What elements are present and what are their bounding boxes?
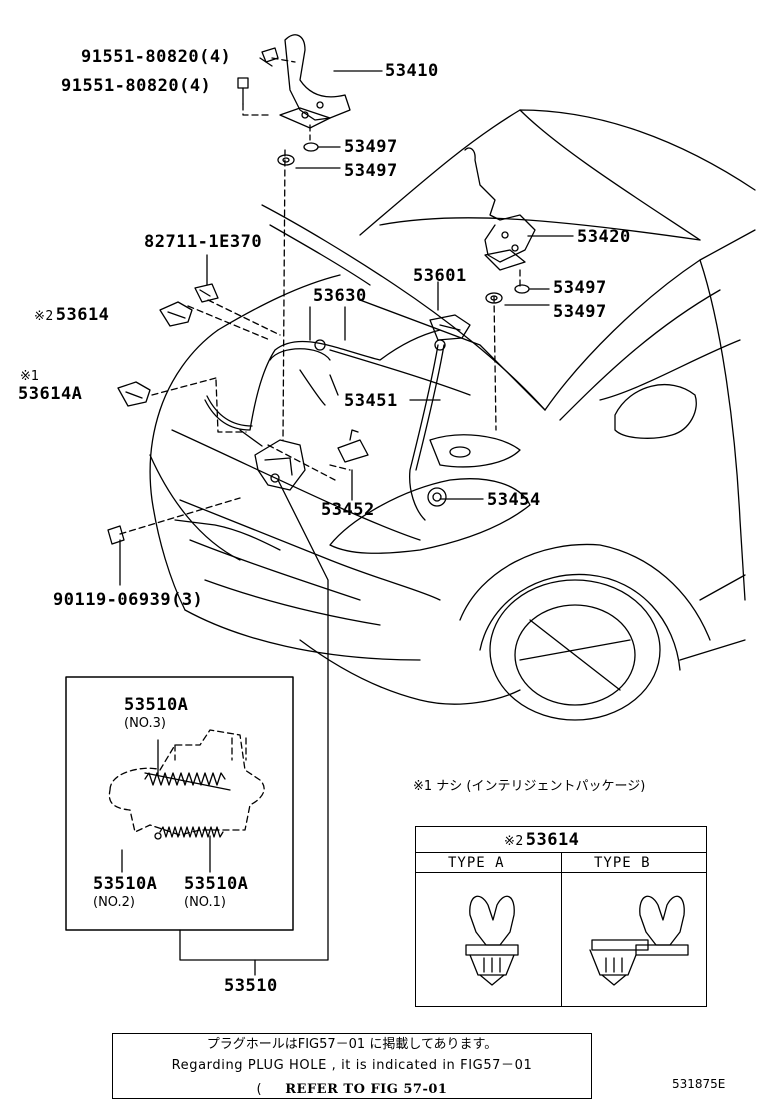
hood-support-rod xyxy=(409,339,446,521)
support-holder xyxy=(337,429,369,463)
clip-type-a-drawing xyxy=(465,895,519,986)
part-label-53497-d: 53497 xyxy=(553,302,607,322)
release-cable xyxy=(204,329,441,431)
washer-3 xyxy=(514,284,530,294)
washer-1 xyxy=(303,142,319,152)
part-label-no2: (NO.2) xyxy=(93,895,135,910)
clamp-82711 xyxy=(194,283,219,303)
part-label-91551-lower: 91551-80820(4) xyxy=(61,76,212,96)
lever-53601 xyxy=(429,314,471,341)
spring-inset-frame xyxy=(65,676,294,931)
part-label-91551-upper: 91551-80820(4) xyxy=(81,47,232,67)
part-label-53614a: 53614A xyxy=(18,384,83,404)
footer-line-jp: プラグホールはFIG57－01 に掲載してあります。 xyxy=(206,1037,498,1052)
part-label-53410: 53410 xyxy=(385,61,439,81)
bolt-90119 xyxy=(107,525,125,545)
note-1: ※1 ナシ (インテリジェントパッケージ) xyxy=(413,779,646,794)
refer-to-fig: REFER TO FIG 57-01 xyxy=(285,1082,448,1097)
part-label-90119: 90119-06939(3) xyxy=(53,590,204,610)
part-label-53451: 53451 xyxy=(344,391,398,411)
part-label-53510a-no1: 53510A xyxy=(184,874,249,894)
clip-type-b-drawing xyxy=(589,895,689,986)
washer-2 xyxy=(277,154,295,166)
grommet xyxy=(427,487,447,507)
part-label-53510a-no2: 53510A xyxy=(93,874,158,894)
part-label-no1: (NO.1) xyxy=(184,895,226,910)
footer-line-ref: ( REFER TO FIG 57-01 xyxy=(256,1082,448,1097)
bolt-lower xyxy=(237,77,249,105)
part-label-53454: 53454 xyxy=(487,490,541,510)
hood-hinge-rh xyxy=(464,147,536,271)
figure-code: 531875E xyxy=(672,1077,726,1091)
part-label-82711: 82711-1E370 xyxy=(144,232,263,252)
hood-hinge-lh xyxy=(279,34,351,129)
type-b-label: TYPE B xyxy=(594,855,651,871)
type-a-label: TYPE A xyxy=(448,855,505,871)
part-label-53601: 53601 xyxy=(413,266,467,286)
part-label-53497-a: 53497 xyxy=(344,137,398,157)
part-label-53630: 53630 xyxy=(313,286,367,306)
part-label-53452: 53452 xyxy=(321,500,375,520)
car-body-outline xyxy=(149,109,756,721)
hood-lock-assy xyxy=(239,429,306,491)
solid-leaders xyxy=(119,70,574,976)
clip-53614 xyxy=(159,301,193,327)
note-symbol-1: ※1 xyxy=(20,369,40,384)
clip-53614a xyxy=(117,381,151,407)
washer-4 xyxy=(485,292,503,304)
part-label-53497-b: 53497 xyxy=(344,161,398,181)
part-label-53420: 53420 xyxy=(577,227,631,247)
footer-line-en: Regarding PLUG HOLE , it is indicated in… xyxy=(171,1058,533,1073)
bolt-upper xyxy=(259,47,279,67)
spring-inset-drawing xyxy=(108,729,265,840)
part-label-no3: (NO.3) xyxy=(124,716,166,731)
footer-note-box: プラグホールはFIG57－01 に掲載してあります。 Regarding PLU… xyxy=(112,1033,592,1099)
part-label-53510a-no3: 53510A xyxy=(124,695,189,715)
part-label-53497-c: 53497 xyxy=(553,278,607,298)
note-symbol-2: ※2 xyxy=(34,309,54,324)
part-label-53510: 53510 xyxy=(224,976,278,996)
